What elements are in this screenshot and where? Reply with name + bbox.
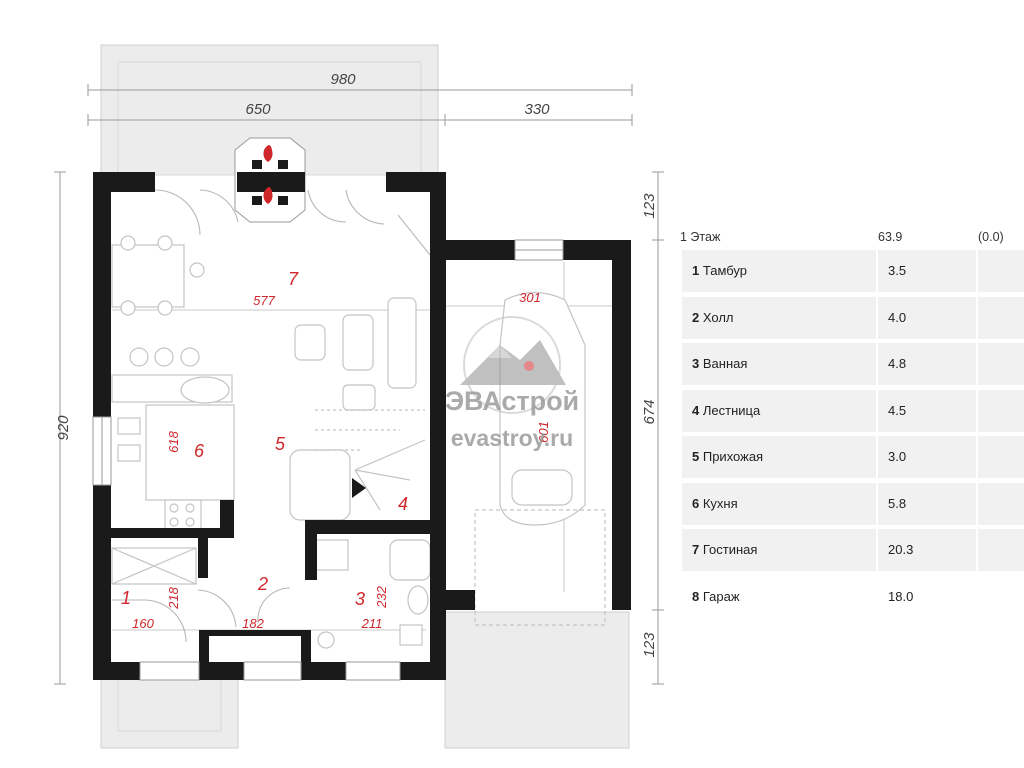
legend-room-area: 3.0 — [878, 436, 976, 478]
room-number-7: 7 — [288, 269, 299, 289]
dim-left-width: 650 — [245, 101, 271, 118]
dim-bath-height: 232 — [374, 585, 389, 608]
floor-plan: 980 650 330 920 674 123 123 577 301 601 … — [54, 44, 664, 749]
legend-level: (0.0) — [978, 230, 1004, 244]
legend-room-level — [978, 529, 1024, 571]
dim-garage-height: 674 — [641, 399, 658, 424]
dim-right-width: 330 — [524, 101, 550, 118]
windows — [92, 239, 564, 681]
dim-top-offset: 123 — [641, 193, 658, 219]
dim-bottom-offset: 123 — [641, 632, 658, 658]
legend-room-name: Гараж — [702, 588, 740, 604]
legend-room-name: Кухня — [702, 495, 738, 511]
legend-room-level — [978, 343, 1024, 385]
dim-kitchen: 618 — [166, 430, 181, 452]
room-number-1: 1 — [121, 588, 131, 608]
legend-room-level — [978, 296, 1024, 339]
doors — [112, 189, 431, 643]
dim-living-width: 577 — [253, 293, 275, 308]
dim-garage-length: 601 — [536, 421, 551, 443]
legend-room-area: 4.8 — [878, 343, 976, 385]
legend-room-number: 5 — [692, 449, 700, 464]
dim-garage-width: 301 — [519, 290, 541, 305]
legend-room-area: 3.5 — [878, 250, 976, 292]
legend-room-cell: 8 Гараж — [682, 576, 876, 618]
bottom-terrace — [100, 677, 239, 749]
dim-total-height: 920 — [55, 415, 72, 441]
legend-room-cell: 7 Гостиная — [682, 529, 876, 571]
dim-bath-width: 211 — [361, 616, 383, 631]
legend-room-area: 5.8 — [878, 482, 976, 525]
legend-room-level — [978, 436, 1024, 478]
legend-room-area: 18.0 — [888, 588, 914, 604]
legend-room-number: 4 — [692, 402, 700, 418]
watermark-brand: ЭВАстрой — [445, 386, 579, 416]
legend-room-level — [978, 576, 1024, 618]
legend-room-cell: 2 Холл — [682, 296, 876, 339]
legend-room-cell: 5 Прихожая — [682, 436, 876, 478]
dim-hall-width: 182 — [242, 616, 264, 631]
legend-room-number: 7 — [692, 542, 700, 557]
legend-room-name: Гостиная — [702, 542, 758, 557]
room-number-3: 3 — [355, 589, 365, 609]
watermark-site: evastroy.ru — [451, 425, 573, 451]
dimension-lines — [54, 84, 664, 685]
legend-room-level — [978, 389, 1024, 432]
dim-vestibule-width: 160 — [132, 616, 154, 631]
furniture — [111, 235, 606, 649]
room-number-5: 5 — [275, 434, 286, 454]
walls — [93, 172, 631, 680]
legend-room-area: 4.5 — [878, 389, 976, 432]
legend-room-cell: 6 Кухня — [682, 482, 876, 525]
legend-room-area: 4.0 — [878, 296, 976, 339]
legend-room-number: 2 — [692, 309, 700, 325]
legend-room-name: Прихожая — [702, 449, 764, 464]
legend-room-cell: 4 Лестница — [682, 389, 876, 432]
legend-room-cell: 1 Тамбур — [682, 250, 876, 292]
legend-room-name: Лестница — [702, 402, 761, 418]
legend-room-area: 20.3 — [878, 529, 976, 571]
room-number-4: 4 — [398, 494, 408, 514]
legend-room-number: 3 — [692, 356, 700, 371]
legend-room-name: Ванная — [702, 356, 748, 371]
legend-room-level — [978, 482, 1024, 525]
legend-floor: 1 Этаж — [680, 230, 721, 244]
legend-room-number: 8 — [692, 588, 700, 604]
dim-vestibule-height: 218 — [166, 586, 181, 609]
legend-room-cell: 3 Ванная — [682, 343, 876, 385]
legend-room-name: Холл — [702, 309, 734, 325]
legend-room-number: 6 — [692, 495, 700, 511]
dim-total-width: 980 — [330, 71, 356, 88]
legend-total-area: 63.9 — [878, 230, 903, 244]
legend-row: 8 Гараж 18.0 — [680, 576, 1024, 623]
garage-apron — [444, 611, 630, 749]
legend-room-level — [978, 250, 1024, 292]
room-number-6: 6 — [194, 441, 205, 461]
legend-room-name: Тамбур — [702, 263, 747, 278]
watermark: ЭВАстрой evastroy.ru — [445, 316, 579, 451]
legend-room-number: 1 — [692, 263, 700, 278]
fireplace — [234, 137, 306, 223]
house-logo-icon — [460, 316, 566, 414]
legend-header: 1 Этаж 63.9 (0.0) — [680, 228, 1024, 250]
room-number-2: 2 — [257, 574, 268, 594]
terraces — [100, 44, 630, 749]
